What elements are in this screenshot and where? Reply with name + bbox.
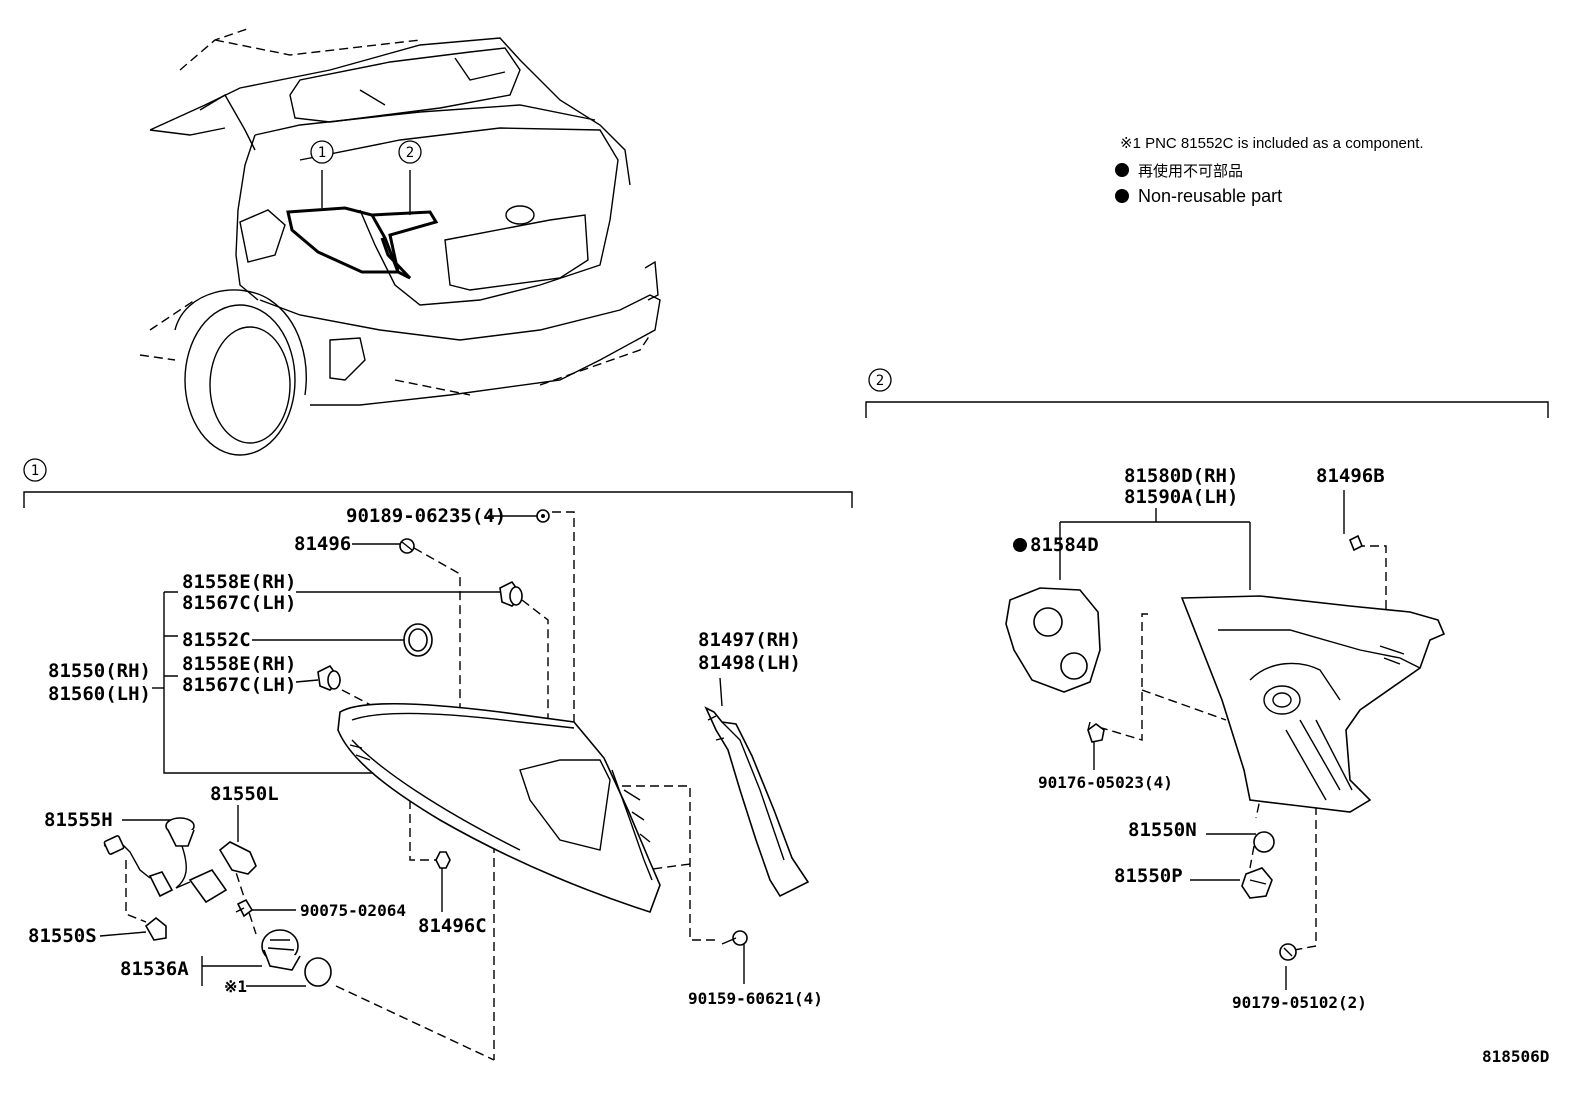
group-2-bracket: 2 [865,368,1549,418]
garnish-81497 [704,706,810,898]
clip-90179-05102 [1279,943,1297,961]
clip-81496C [435,851,451,869]
gasket-81552C [403,623,433,657]
label-81560: 81560(LH) [48,683,151,705]
label-81497: 81497(RH) [698,629,801,651]
label-81567C-a: 81567C(LH) [182,592,296,614]
bulb-81550L [218,841,257,875]
vehicle-rear-illustration [139,27,661,456]
label-81536A: 81536A [120,958,189,980]
label-81580D: 81580D(RH) [1124,465,1238,487]
gasket-ref-1 [304,957,332,987]
non-reusable-bullet-icon [1115,189,1129,203]
screw-90176-05023 [1087,721,1105,743]
clip-81496 [399,538,415,554]
label-81550: 81550(RH) [48,660,151,682]
label-81567C-b: 81567C(LH) [182,674,296,696]
component-note: ※1 PNC 81552C is included as a component… [1120,135,1424,152]
callout-2-top: 2 [398,140,422,164]
label-81496B: 81496B [1316,465,1385,487]
grommet-81558E-a [499,580,524,607]
label-81496: 81496 [294,533,351,555]
socket-wire-81555H [103,817,228,904]
label-81550S: 81550S [28,925,97,947]
label-90159-60621: 90159-60621(4) [688,989,823,1008]
label-ref-1: ※1 [224,977,247,996]
label-90179-05102: 90179-05102(2) [1232,993,1367,1012]
lamp-81580D [1180,595,1446,813]
group-1-leaders [99,515,745,987]
svg-text:2: 2 [406,145,414,161]
screw-90075-02064 [235,898,254,918]
label-81552C: 81552C [182,629,251,651]
label-81555H: 81555H [44,809,113,831]
non-reusable-note-jp: 再使用不可部品 [1138,163,1243,180]
label-90075-02064: 90075-02064 [300,901,406,920]
non-reusable-bullet-icon [1013,538,1027,552]
screw-90159-60621 [721,930,748,946]
tail-lamp-81550 [337,702,661,913]
group-1-bracket: 1 [23,458,853,508]
clip-81496B [1348,534,1364,552]
non-reusable-note-en: Non-reusable part [1138,186,1282,206]
grommet-81558E-b [317,664,342,691]
svg-text:1: 1 [318,145,326,161]
label-81558E-a: 81558E(RH) [182,571,296,593]
non-reusable-bullet-icon [1115,163,1129,177]
bulb-81550S [144,916,167,941]
label-81498: 81498(LH) [698,652,801,674]
bulb-81550N [1253,831,1275,853]
label-81558E-b: 81558E(RH) [182,653,296,675]
socket-81550P [1241,867,1273,899]
gasket-81584D [1005,587,1101,693]
label-81550N: 81550N [1128,819,1197,841]
label-81550L: 81550L [210,783,279,805]
label-81590A: 81590A(LH) [1124,486,1238,508]
bolt-90189-06235 [536,509,550,523]
label-90176-05023: 90176-05023(4) [1038,773,1173,792]
label-81584D: 81584D [1030,534,1099,556]
label-81550P: 81550P [1114,865,1183,887]
label-81496C: 81496C [418,915,487,937]
svg-text:1: 1 [31,463,39,479]
drawing-id: 818506D [1482,1047,1549,1066]
group-2-leaders [1059,490,1345,990]
label-90189-06235: 90189-06235(4) [346,505,506,527]
socket-81536A [261,929,301,971]
callout-1-top: 1 [310,140,334,164]
svg-text:2: 2 [876,373,884,389]
